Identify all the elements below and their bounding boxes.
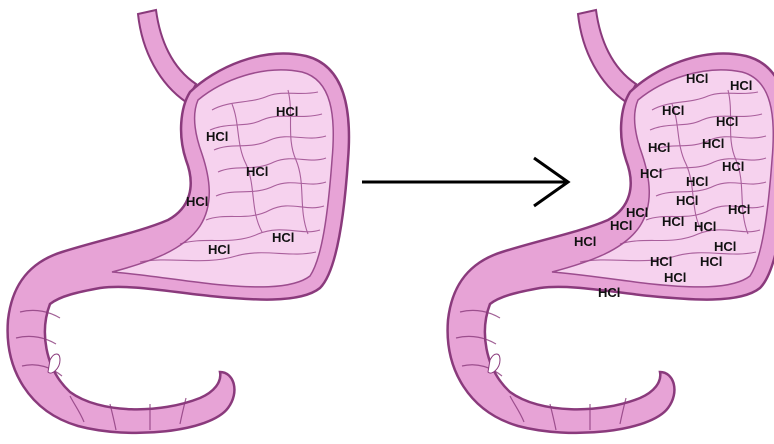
hcl-label: HCl bbox=[662, 214, 684, 229]
hcl-label: HCl bbox=[186, 194, 208, 209]
hcl-label: HCl bbox=[714, 239, 736, 254]
hcl-label: HCl bbox=[650, 254, 672, 269]
hcl-label: HCl bbox=[610, 218, 632, 233]
hcl-label: HCl bbox=[716, 114, 738, 129]
hcl-label: HCl bbox=[276, 104, 298, 119]
hcl-label: HCl bbox=[598, 285, 620, 300]
hcl-label: HCl bbox=[206, 129, 228, 144]
hcl-label: HCl bbox=[694, 219, 716, 234]
hcl-label: HCl bbox=[640, 166, 662, 181]
hcl-label: HCl bbox=[722, 159, 744, 174]
hcl-label: HCl bbox=[730, 78, 752, 93]
hcl-label: HCl bbox=[686, 71, 708, 86]
hcl-label: HCl bbox=[246, 164, 268, 179]
hcl-label: HCl bbox=[700, 254, 722, 269]
hcl-label: HCl bbox=[686, 174, 708, 189]
hcl-label: HCl bbox=[208, 242, 230, 257]
right-arrow-icon bbox=[362, 158, 568, 206]
hcl-label: HCl bbox=[676, 193, 698, 208]
hcl-label: HCl bbox=[702, 136, 724, 151]
hcl-label: HCl bbox=[272, 230, 294, 245]
hcl-label: HCl bbox=[662, 103, 684, 118]
hcl-label: HCl bbox=[574, 234, 596, 249]
hcl-label: HCl bbox=[728, 202, 750, 217]
hcl-label: HCl bbox=[648, 140, 670, 155]
hcl-label: HCl bbox=[664, 270, 686, 285]
right-stomach: HCl HCl HCl HCl HCl HCl HCl HCl HCl HCl … bbox=[448, 10, 774, 433]
left-stomach: HCl HCl HCl HCl HCl HCl bbox=[8, 10, 349, 433]
